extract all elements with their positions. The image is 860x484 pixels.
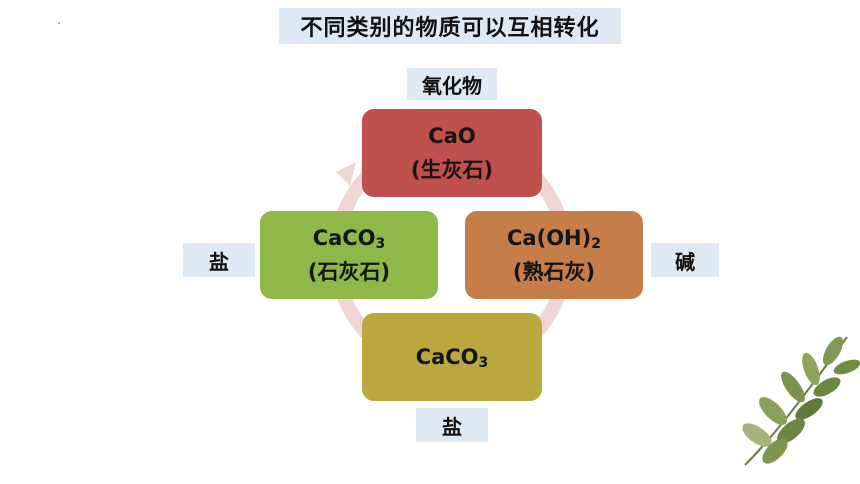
node-name: (生灰石)	[410, 158, 494, 182]
label-oxide: 氧化物	[407, 68, 497, 100]
label-base: 碱	[651, 243, 719, 277]
node-calcium-oxide: CaO (生灰石)	[362, 109, 542, 197]
slide-title: 不同类别的物质可以互相转化	[279, 8, 621, 44]
leaf-branch-icon	[742, 336, 860, 466]
node-formula: CaO	[428, 124, 476, 148]
label-salt-bottom: 盐	[416, 408, 488, 442]
node-calcium-carbonate-left: CaCO3 (石灰石)	[260, 211, 438, 299]
speck	[58, 22, 60, 24]
node-formula: CaCO3	[415, 345, 489, 371]
label-salt-left: 盐	[183, 243, 255, 277]
node-formula: CaCO3	[312, 226, 386, 252]
node-name: (石灰石)	[307, 260, 391, 284]
node-calcium-hydroxide: Ca(OH)2 (熟石灰)	[465, 211, 643, 299]
node-name: (熟石灰)	[512, 260, 596, 284]
node-formula: Ca(OH)2	[507, 226, 601, 252]
node-calcium-carbonate-bottom: CaCO3	[362, 313, 542, 401]
